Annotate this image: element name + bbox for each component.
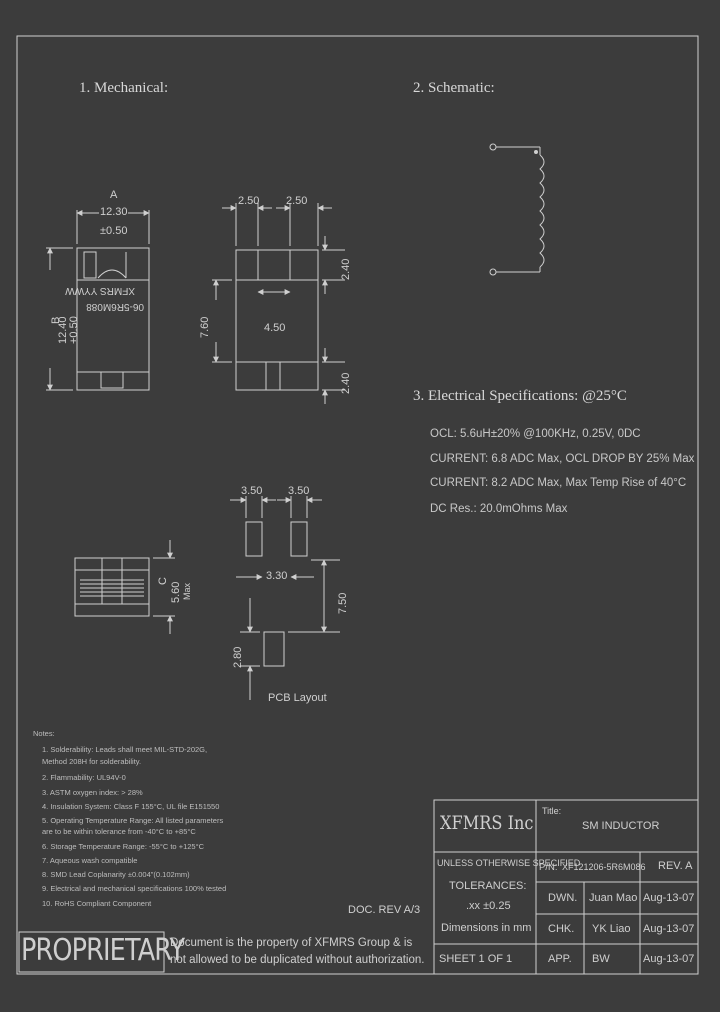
tolerances-label: TOLERANCES:	[449, 880, 527, 892]
dim-c-max: Max	[182, 582, 192, 600]
note-line: Method 208H for solderability.	[42, 757, 142, 766]
pcb-layout-caption: PCB Layout	[268, 692, 327, 704]
title-block-grid	[433, 799, 699, 975]
pad-height-bottom: 2.40	[340, 372, 352, 394]
title-label: Title:	[542, 806, 562, 816]
overall-height: 7.60	[199, 316, 211, 338]
dim-c-label: C	[157, 577, 169, 585]
dim-c-value: 5.60	[170, 581, 182, 603]
notes-title: Notes:	[33, 729, 55, 738]
pad-width-1: 2.50	[238, 195, 260, 207]
mechanical-pad-view	[212, 203, 345, 404]
tolerance-value: .xx ±0.25	[466, 900, 511, 912]
spec-ocl: OCL: 5.6uH±20% @100KHz, 0.25V, 0DC	[430, 428, 641, 440]
note-line: are to be within tolerance from -40°C to…	[42, 827, 196, 836]
revision: REV. A	[658, 860, 693, 872]
sheet-number: SHEET 1 OF 1	[439, 953, 513, 965]
dimensions-unit: Dimensions in mm	[441, 922, 532, 934]
part-marking-line1: XFMRS YYWW	[65, 285, 135, 296]
mechanical-heading: 1. Mechanical:	[79, 80, 169, 96]
note-line: 8. SMD Lead Coplanarity ±0.004"(0.102mm)	[42, 870, 190, 879]
schematic-graphic	[489, 143, 545, 276]
spec-current-drop: CURRENT: 6.8 ADC Max, OCL DROP BY 25% Ma…	[430, 453, 695, 465]
note-line: 4. Insulation System: Class F 155°C, UL …	[42, 802, 220, 811]
sheet-border	[16, 35, 699, 975]
pcb-overall: 7.50	[337, 592, 349, 614]
note-line: 6. Storage Temperature Range: -55°C to +…	[42, 842, 204, 851]
doc-rev: DOC. REV A/3	[348, 904, 421, 916]
pcb-layout-graphic	[230, 496, 340, 700]
dim-a-tolerance: ±0.50	[100, 225, 128, 237]
pcb-pad-width-2: 3.50	[288, 485, 310, 497]
dim-b-tolerance: +0.50	[68, 316, 80, 344]
proprietary-stamp: PROPRIETARY	[21, 933, 185, 968]
proprietary-line1: Document is the property of XFMRS Group …	[170, 937, 413, 949]
pcb-pad-height: 2.80	[232, 646, 244, 668]
electrical-heading: 3. Electrical Specifications: @25°C	[413, 388, 627, 404]
pad-height-top: 2.40	[340, 258, 352, 280]
part-marking-line2: 06-5R6M088	[86, 301, 144, 312]
mechanical-side-view	[74, 540, 175, 634]
app-label: APP.	[548, 953, 572, 965]
spec-current-temp: CURRENT: 8.2 ADC Max, Max Temp Rise of 4…	[430, 477, 687, 489]
chk-date: Aug-13-07	[643, 923, 695, 935]
pcb-gap: 3.30	[266, 570, 288, 582]
dwn-name: Juan Mao	[589, 892, 638, 904]
note-line: 2. Flammability: UL94V-0	[42, 773, 126, 782]
chk-name: YK Liao	[592, 923, 631, 935]
dim-a-value: 12.30	[100, 206, 128, 218]
note-line: 1. Solderability: Leads shall meet MIL-S…	[42, 745, 208, 754]
note-line: 7. Aqueous wash compatible	[42, 856, 138, 865]
mechanical-top-view	[46, 210, 150, 391]
app-date: Aug-13-07	[643, 953, 695, 965]
proprietary-line2: not allowed to be duplicated without aut…	[170, 954, 425, 966]
note-line: 10. RoHS Compliant Component	[42, 899, 152, 908]
pn-label: P/N:	[539, 862, 558, 873]
chk-label: CHK.	[548, 923, 575, 935]
dwn-label: DWN.	[548, 892, 578, 904]
company-name: XFMRS Inc	[440, 812, 534, 834]
inner-gap: 4.50	[264, 322, 286, 334]
pcb-pad-width-1: 3.50	[241, 485, 263, 497]
title-value: SM INDUCTOR	[582, 820, 660, 832]
note-line: 9. Electrical and mechanical specificati…	[42, 884, 227, 893]
dwn-date: Aug-13-07	[643, 892, 695, 904]
dim-a-label: A	[110, 189, 118, 201]
unless-otherwise: UNLESS OTHERWISE SPECIFIED	[437, 858, 581, 869]
spec-dc-res: DC Res.: 20.0mOhms Max	[430, 503, 568, 515]
pn-value: XF121206-5R6M086	[562, 862, 646, 872]
proprietary-box	[18, 931, 165, 973]
pad-width-2: 2.50	[286, 195, 308, 207]
note-line: 5. Operating Temperature Range: All list…	[42, 816, 224, 825]
note-line: 3. ASTM oxygen index: > 28%	[42, 788, 143, 797]
app-name: BW	[592, 953, 610, 965]
schematic-heading: 2. Schematic:	[413, 80, 495, 96]
